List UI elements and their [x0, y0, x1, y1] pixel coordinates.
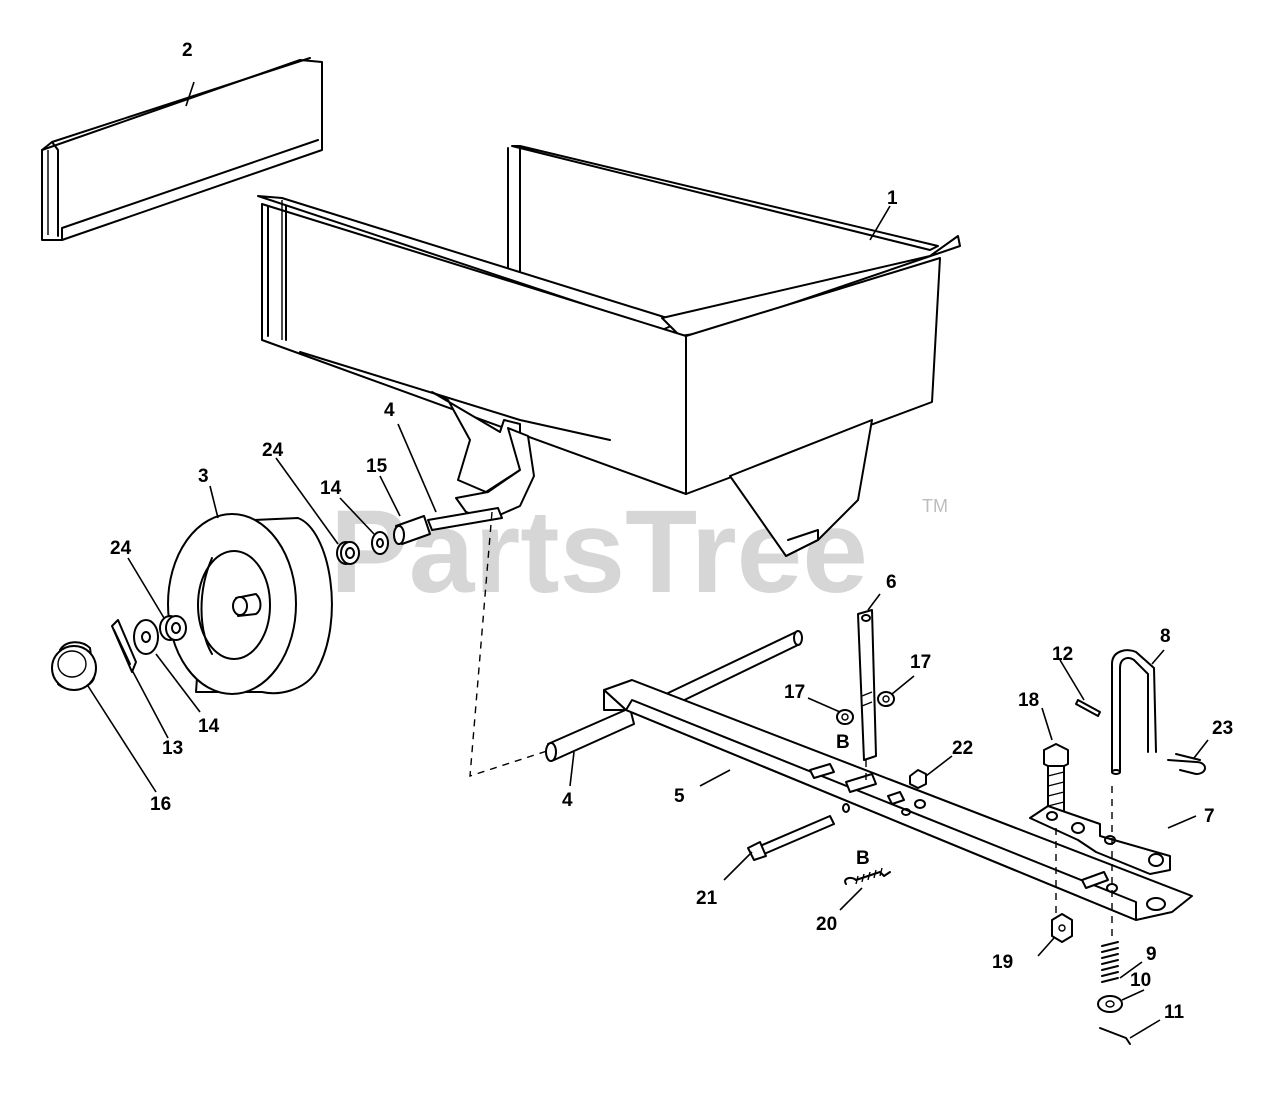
- callout-18: 18: [1018, 690, 1039, 711]
- callout-5: 5: [674, 786, 685, 807]
- callout-4-lower: 4: [562, 790, 573, 811]
- callout-14-lower: 14: [198, 716, 220, 737]
- part-spacer: [393, 515, 431, 545]
- part-hairpin-clip: [1167, 753, 1206, 775]
- callout-14-upper: 14: [320, 478, 342, 499]
- callout-B-lower: B: [856, 848, 870, 869]
- callout-15: 15: [366, 456, 388, 477]
- part-nut-left: [836, 709, 854, 725]
- part-spring: [844, 867, 891, 885]
- callout-16: 16: [150, 794, 171, 815]
- callout-4-upper: 4: [384, 400, 395, 421]
- part-hub-cap: [51, 641, 97, 691]
- callout-12: 12: [1052, 644, 1073, 665]
- assembly-line: [469, 511, 551, 777]
- part-cart-tub: [257, 145, 961, 557]
- part-hitch-plate: [1029, 805, 1171, 875]
- callout-6: 6: [886, 572, 897, 593]
- callout-11: 11: [1164, 1002, 1185, 1023]
- part-nut-right: [877, 691, 895, 707]
- watermark-trademark: TM: [922, 496, 948, 516]
- part-cotter-pin-11: [1099, 1027, 1131, 1045]
- leader-lines: [87, 81, 1209, 1039]
- part-washer-upper: [371, 531, 389, 555]
- part-axle-lower: [545, 630, 803, 762]
- callout-17-left: 17: [784, 682, 805, 703]
- callout-1: 1: [887, 188, 898, 209]
- callout-B-upper: B: [836, 732, 850, 753]
- part-compression-spring: [1101, 941, 1119, 983]
- callout-7: 7: [1204, 806, 1215, 827]
- part-nut-19: [1051, 913, 1073, 943]
- part-hitch-pin: [1111, 649, 1157, 775]
- callout-2: 2: [182, 40, 193, 61]
- callout-24-lower: 24: [110, 538, 132, 559]
- part-tailgate: [41, 57, 323, 241]
- part-washer-10: [1097, 995, 1123, 1013]
- part-nut-22: [909, 769, 927, 789]
- part-tongue-bar: [603, 679, 1193, 921]
- callout-19: 19: [992, 952, 1013, 973]
- part-bushing-lower: [159, 615, 187, 641]
- callout-3: 3: [198, 466, 209, 487]
- part-latch-plate: [857, 609, 877, 761]
- callout-13: 13: [162, 738, 183, 759]
- callout-8: 8: [1160, 626, 1171, 647]
- callout-17-right: 17: [910, 652, 931, 673]
- part-long-bolt: [747, 815, 835, 861]
- callout-20: 20: [816, 914, 837, 935]
- callout-22: 22: [952, 738, 973, 759]
- callout-labels: 1 2 3 4 4 5 6 7 8 9 10 11 12 13 14 14 15…: [110, 40, 1233, 1023]
- part-bushing-upper: [336, 541, 360, 565]
- callout-9: 9: [1146, 944, 1157, 965]
- callout-10: 10: [1130, 970, 1151, 991]
- part-cotter-pin-12: [1075, 699, 1101, 717]
- part-wheel: [167, 513, 333, 695]
- callout-23: 23: [1212, 718, 1233, 739]
- part-washer-lower: [133, 619, 159, 655]
- part-axle-upper: [427, 507, 503, 531]
- callout-21: 21: [696, 888, 718, 909]
- callout-24-upper: 24: [262, 440, 284, 461]
- part-cotter-pin-wheel: [111, 619, 137, 673]
- alignment-lines: [865, 760, 1113, 942]
